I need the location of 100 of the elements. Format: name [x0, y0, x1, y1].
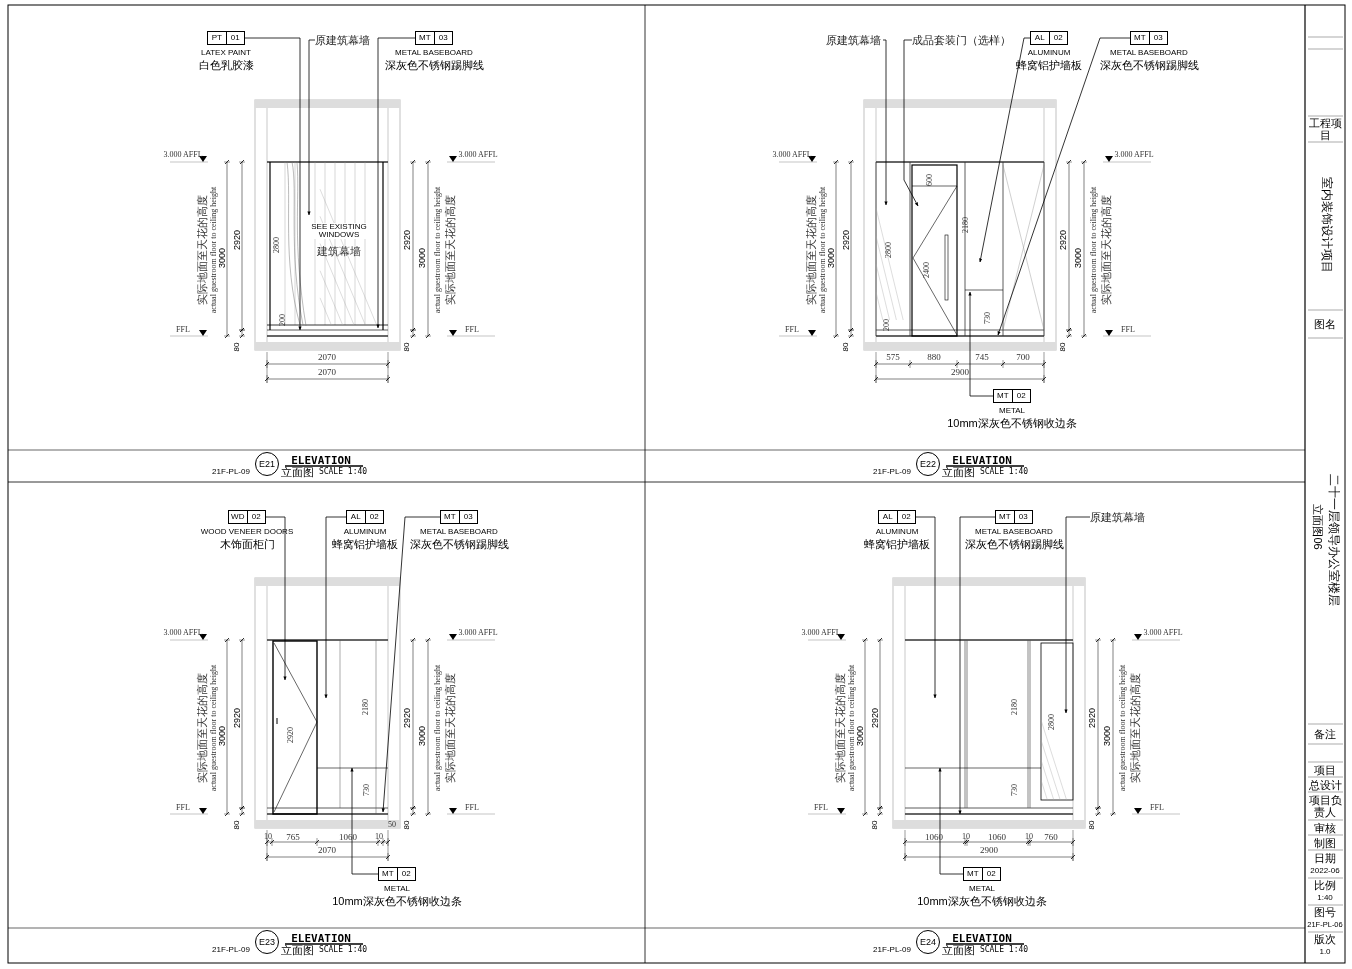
dimension-label: 2920: [1087, 708, 1097, 728]
dimension-note: actual guestroom floor to ceiling height: [210, 186, 218, 314]
dimension-label: 2070: [318, 367, 336, 377]
tag-code: MT: [965, 868, 980, 880]
dimension-label: 730: [1011, 784, 1019, 796]
material-tag: [963, 867, 1001, 881]
material-label: 蜂窝铝护墙板: [1016, 59, 1082, 71]
title-block-text: 1.0: [1319, 948, 1331, 956]
dimension-label: 2920: [232, 230, 242, 250]
dimension-label: 80: [871, 820, 879, 830]
dimension-label: 2800: [1048, 714, 1056, 730]
dimension-note: actual guestroom floor to ceiling height: [434, 186, 442, 314]
level-label: FFL: [814, 804, 828, 812]
material-tag: [440, 510, 478, 524]
tag-number: 03: [458, 511, 477, 523]
dimension-label: 3000: [1073, 248, 1083, 268]
dimension-note: 实际地面至天花的高度: [444, 673, 456, 783]
material-tag: [1130, 31, 1168, 45]
title-block-text: 项目: [1313, 763, 1337, 777]
view-title: ELEVATION: [952, 932, 1012, 944]
level-label: FFL: [176, 326, 190, 334]
dimension-label: 2800: [273, 237, 281, 253]
dimension-label: 2180: [362, 699, 370, 715]
material-tag: [207, 31, 245, 45]
tag-number: 03: [1148, 32, 1167, 44]
material-label: METAL: [383, 885, 411, 893]
level-label: 3.000 AFFL: [458, 151, 498, 159]
title-block-text: 工程项目: [1307, 116, 1343, 142]
scale-label: SCALE 1:40: [318, 468, 368, 476]
dimension-label: 2920: [402, 708, 412, 728]
dimension-note: actual guestroom floor to ceiling height: [434, 664, 442, 792]
callout-text: 成品套装门（选样）: [912, 33, 1012, 47]
dimension-label: 10: [264, 833, 272, 841]
tag-number: 02: [246, 511, 265, 523]
dimension-note: 实际地面至天花的高度: [444, 195, 456, 305]
dimension-label: 575: [886, 352, 900, 362]
material-label: 深灰色不锈钢踢脚线: [1099, 59, 1199, 71]
level-label: FFL: [176, 804, 190, 812]
level-label: 3.000 AFFL: [458, 629, 498, 637]
view-title: ELEVATION: [291, 454, 351, 466]
title-block-text: 项目负责人: [1307, 793, 1343, 819]
dimension-label: 3000: [417, 726, 427, 746]
dimension-label: 3000: [826, 248, 836, 268]
dimension-label: 80: [233, 342, 241, 352]
dimension-label: 2920: [232, 708, 242, 728]
material-label: METAL BASEBOARD: [1110, 49, 1188, 57]
dimension-label: 3000: [417, 248, 427, 268]
dimension-label: 50: [388, 821, 396, 829]
material-label: METAL: [998, 407, 1026, 415]
elevation-marker: E21: [255, 452, 279, 476]
dimension-label: 2900: [980, 845, 998, 855]
tag-code: MT: [1132, 32, 1147, 44]
title-block-text: 备注: [1313, 727, 1337, 741]
dimension-label: 2920: [1058, 230, 1068, 250]
material-label: 蜂窝铝护墙板: [332, 538, 398, 550]
tag-code: MT: [995, 390, 1010, 402]
dimension-label: 760: [1044, 832, 1058, 842]
dimension-label: 10: [962, 833, 970, 841]
dimension-label: 3000: [1102, 726, 1112, 746]
tag-number: 02: [896, 511, 915, 523]
dimension-label: 730: [363, 784, 371, 796]
level-label: FFL: [465, 804, 479, 812]
level-label: 3.000 AFFL: [163, 629, 203, 637]
elevation-marker: E24: [916, 930, 940, 954]
view-subtitle: 立面图: [941, 944, 975, 956]
tag-number: 02: [981, 868, 1000, 880]
material-label: ALUMINUM: [1027, 49, 1071, 57]
level-label: 3.000 AFFL: [1143, 629, 1183, 637]
title-block-text: 图名: [1313, 317, 1337, 331]
material-label: 蜂窝铝护墙板: [864, 538, 930, 550]
level-label: FFL: [785, 326, 799, 334]
dimension-label: 200: [883, 319, 891, 331]
dimension-note: 实际地面至天花的高度: [1100, 195, 1112, 305]
tag-number: 02: [364, 511, 383, 523]
tag-code: PT: [210, 32, 223, 44]
tag-code: MT: [380, 868, 395, 880]
material-tag: [228, 510, 266, 524]
dimension-label: 200: [279, 314, 287, 326]
project-title: 室内装饰设计项目: [1321, 177, 1333, 273]
dimension-note: 实际地面至天花的高度: [805, 195, 817, 305]
dimension-label: 3000: [217, 726, 227, 746]
dimension-label: 3000: [217, 248, 227, 268]
material-tag: [346, 510, 384, 524]
dimension-label: 80: [403, 820, 411, 830]
material-label: 深灰色不锈钢踢脚线: [409, 538, 509, 550]
dimension-label: 2920: [841, 230, 851, 250]
elevation-marker: E22: [916, 452, 940, 476]
dimension-note: actual guestroom floor to ceiling height: [1119, 664, 1127, 792]
material-label: METAL BASEBOARD: [975, 528, 1053, 536]
dimension-note: actual guestroom floor to ceiling height: [848, 664, 856, 792]
view-title: ELEVATION: [291, 932, 351, 944]
dimension-label: 80: [403, 342, 411, 352]
title-block-text: 版次: [1313, 932, 1337, 946]
dimension-label: 80: [233, 820, 241, 830]
level-label: 3.000 AFFL: [801, 629, 841, 637]
dimension-note: 实际地面至天花的高度: [196, 673, 208, 783]
drawing-number: 21F-PL-09: [873, 946, 911, 954]
material-tag: [993, 389, 1031, 403]
dimension-label: 2070: [318, 845, 336, 855]
dimension-label: 2070: [318, 352, 336, 362]
